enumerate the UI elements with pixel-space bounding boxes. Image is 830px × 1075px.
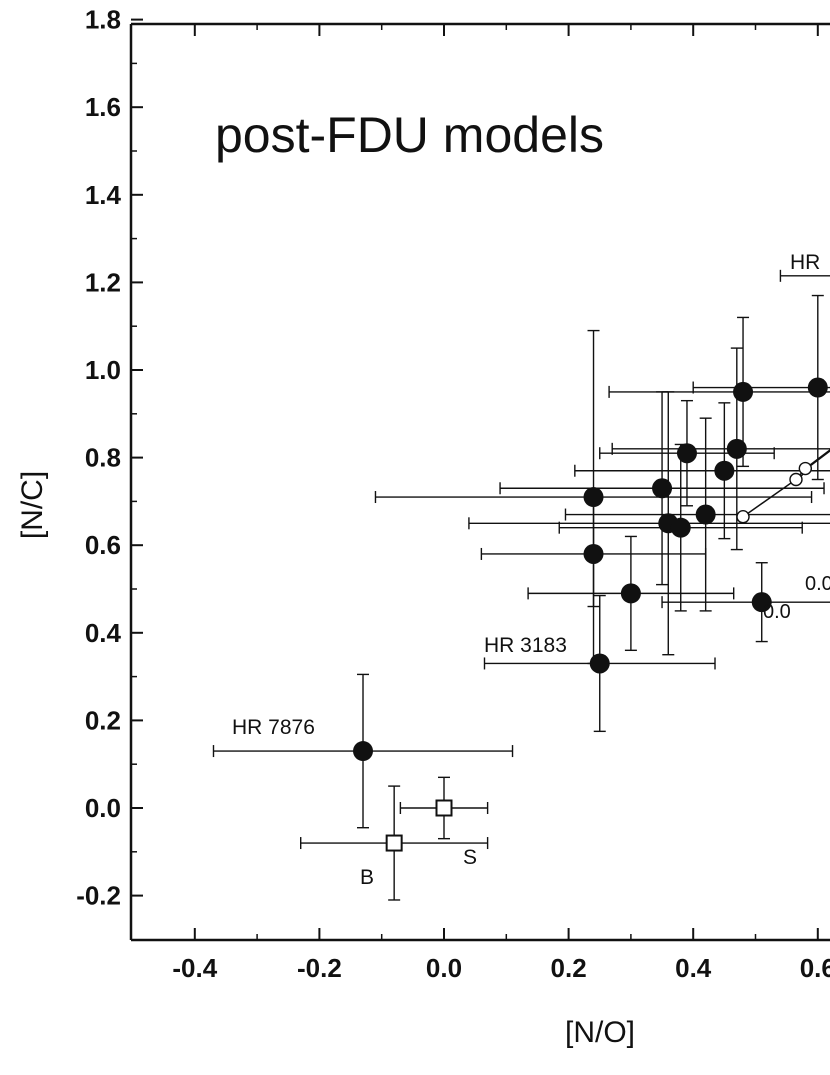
x-tick-label: -0.2: [297, 953, 342, 983]
star-marker: [620, 583, 641, 604]
y-tick-label: 0.4: [85, 618, 122, 648]
star-marker: [695, 504, 716, 525]
y-axis-label: [N/C]: [16, 471, 49, 539]
y-tick-label: 1.0: [85, 355, 121, 385]
y-tick-label: 0.0: [85, 793, 121, 823]
x-axis-label: [N/O]: [565, 1016, 635, 1049]
star-marker: [583, 487, 604, 508]
star-marker: [652, 478, 673, 499]
y-tick-label: 1.8: [85, 5, 121, 35]
error-bar: [611, 347, 830, 551]
star-marker: [670, 517, 691, 538]
error-bars: [212, 269, 830, 901]
reference-marker: [435, 799, 453, 817]
star-marker: [714, 460, 735, 481]
star-label: HR 7876: [232, 716, 315, 739]
y-tick-label: -0.2: [76, 881, 121, 911]
model-track-label: 0.0: [805, 573, 830, 595]
model-track: [736, 449, 830, 524]
star-marker: [751, 592, 772, 613]
star-marker: [733, 381, 754, 402]
model-point: [789, 472, 803, 487]
reference-label: S: [463, 846, 477, 869]
model-track-label: 0.0: [763, 601, 791, 623]
y-tick-label: 1.4: [85, 180, 122, 210]
chart-title: post-FDU models: [215, 107, 604, 163]
star-marker: [353, 741, 374, 762]
star-label: HR: [790, 251, 820, 274]
y-tick-label: 1.6: [85, 92, 121, 122]
x-tick-label: 0.2: [551, 953, 587, 983]
axes: [129, 22, 830, 942]
x-tick-label: 0.6: [800, 953, 830, 983]
y-tick-label: 0.2: [85, 705, 121, 735]
star-marker: [583, 543, 604, 564]
reference-label: B: [360, 866, 374, 889]
error-bar: [779, 269, 830, 282]
plot-area: HR 7876 HR 3183 HR S B 0.0 0.0: [212, 251, 830, 901]
model-track-line: [742, 449, 830, 518]
y-tick-label: 0.8: [85, 443, 121, 473]
x-tick-label: 0.4: [675, 953, 712, 983]
annotations: HR 7876 HR 3183 HR S B 0.0 0.0: [232, 251, 830, 889]
y-tick-label: 1.2: [85, 267, 121, 297]
star-marker: [726, 438, 747, 459]
x-tick-label: 0.0: [426, 953, 462, 983]
reference-marker: [385, 834, 403, 852]
star-label: HR 3183: [484, 634, 567, 657]
star-marker: [589, 653, 610, 674]
data-markers: [353, 377, 828, 852]
x-tick-label: -0.4: [172, 953, 217, 983]
star-marker: [676, 443, 697, 464]
y-tick-label: 0.6: [85, 530, 121, 560]
ticks: -0.2 0.0 0.2 0.4 0.6 0.8 1.0 1.2 1.4 1.6 1.8 -0.4 -0…: [76, 5, 830, 983]
model-point: [798, 461, 813, 476]
star-marker: [807, 377, 828, 398]
error-bar: [608, 316, 830, 468]
model-point: [736, 510, 750, 524]
